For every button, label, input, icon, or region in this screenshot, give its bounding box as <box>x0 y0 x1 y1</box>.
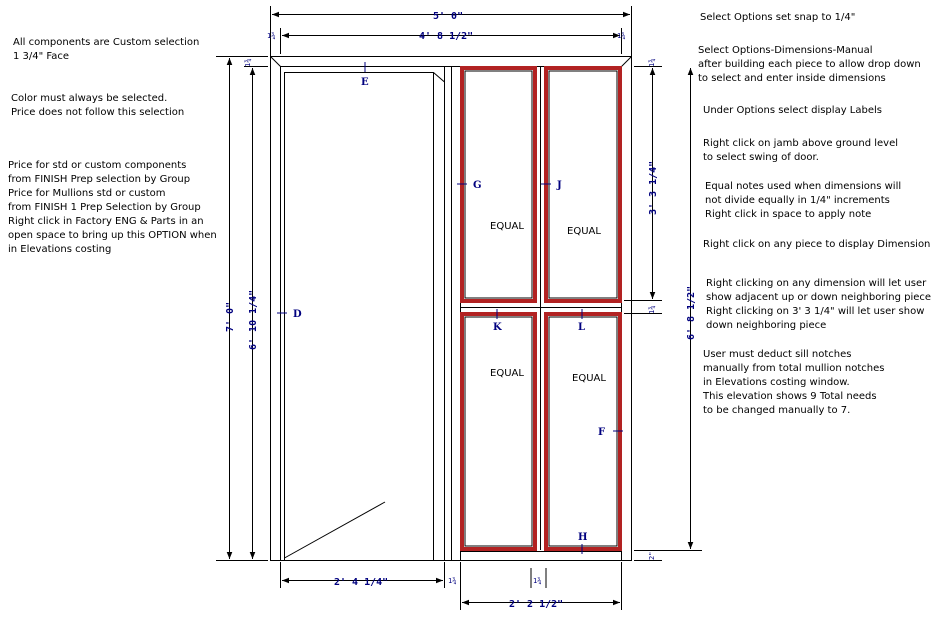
dim-face-right-top[interactable]: 1¾ <box>648 59 656 67</box>
mullion-d[interactable] <box>444 66 461 561</box>
piece-label-k[interactable]: K <box>493 322 502 333</box>
note-line: Right clicking on any dimension will let… <box>706 278 927 289</box>
dim-face-bottom-vmullion[interactable]: 1¾ <box>533 577 541 585</box>
note-line: Right click in Factory ENG & Parts in an <box>8 216 204 227</box>
piece-label-h[interactable]: H <box>578 532 587 543</box>
note-display-labels: Under Options select display Labels <box>703 104 882 118</box>
note-line: Select Options-Dimensions-Manual <box>698 45 873 56</box>
equal-note-lower-left[interactable]: EQUAL <box>490 368 524 379</box>
equal-note-upper-right[interactable]: EQUAL <box>567 226 601 237</box>
note-line: to be changed manually to 7. <box>703 405 851 416</box>
note-sill: User must deduct sill notches manually f… <box>703 348 884 418</box>
equal-note-upper-left[interactable]: EQUAL <box>490 221 524 232</box>
note-door-swing: Right click on jamb above ground level t… <box>703 137 898 165</box>
dim-overall-height[interactable] <box>216 56 268 561</box>
dim-face-left-top[interactable]: 1¾ <box>244 59 252 67</box>
dim-face-top-left[interactable]: 1¾ <box>267 32 275 40</box>
note-equal: Equal notes used when dimensions will no… <box>705 180 901 222</box>
equal-note-lower-right[interactable]: EQUAL <box>572 373 606 384</box>
note-custom-selection: All components are Custom selection 1 3/… <box>13 36 199 64</box>
dim-text-overall-height[interactable]: 7' 0" <box>225 302 236 332</box>
dim-text-door-width[interactable]: 2' 4 1/4" <box>334 577 388 588</box>
note-color: Color must always be selected. Price doe… <box>11 92 184 120</box>
sidelite-panels[interactable] <box>460 66 622 552</box>
note-line: show adjacent up or down neighboring pie… <box>706 292 932 303</box>
note-line: Select Options set snap to 1/4" <box>700 12 856 23</box>
piece-label-f[interactable]: F <box>598 427 605 438</box>
dim-door-width[interactable] <box>280 562 445 588</box>
note-line: in Elevations costing <box>8 244 112 255</box>
note-line: 1 3/4" Face <box>13 51 70 62</box>
note-line: to select swing of door. <box>703 152 819 163</box>
dim-text-sidelite-height[interactable]: 6' 8 1/2" <box>686 286 697 340</box>
door-outline[interactable] <box>284 72 445 561</box>
door-swing-line <box>284 501 386 559</box>
note-line: in Elevations costing window. <box>703 377 850 388</box>
piece-label-d[interactable]: D <box>293 309 302 320</box>
note-line: Right click in space to apply note <box>705 209 872 220</box>
note-snap: Select Options set snap to 1/4" <box>700 11 855 25</box>
dim-sidelite-width[interactable] <box>462 562 622 610</box>
note-line: Right click on jamb above ground level <box>703 138 899 149</box>
dim-text-inside-width[interactable]: 4' 8 1/2" <box>419 31 473 42</box>
note-line: not divide equally in 1/4" increments <box>705 195 890 206</box>
dim-text-upper-lite-height[interactable]: 3' 3 1/4" <box>648 161 659 215</box>
note-line: to select and enter inside dimensions <box>698 73 886 84</box>
note-neighbor: Right clicking on any dimension will let… <box>706 277 931 333</box>
note-line: Price for std or custom components <box>8 160 187 171</box>
note-line: Right clicking on 3' 3 1/4" will let use… <box>706 306 925 317</box>
note-line: down neighboring piece <box>706 320 827 331</box>
piece-label-j[interactable]: J <box>556 180 562 191</box>
piece-label-l[interactable]: L <box>578 322 585 333</box>
note-line: Right click on any piece to display Dime… <box>703 239 931 250</box>
dim-face-top-right[interactable]: 1¾ <box>617 32 625 40</box>
note-line: Price does not follow this selection <box>11 107 185 118</box>
note-line: Under Options select display Labels <box>703 105 882 116</box>
panel-lower-left[interactable] <box>460 312 537 551</box>
note-line: open space to bring up this OPTION when <box>8 230 217 241</box>
note-display-dimension: Right click on any piece to display Dime… <box>703 238 930 252</box>
dim-text-overall-width[interactable]: 5' 0" <box>433 11 463 22</box>
panel-lower-left-inner <box>464 316 533 547</box>
note-line: from FINISH Prep selection by Group <box>8 174 191 185</box>
note-line: from FINISH 1 Prep Selection by Group <box>8 202 201 213</box>
note-price: Price for std or custom components from … <box>8 159 217 257</box>
piece-label-e[interactable]: E <box>361 77 369 88</box>
piece-label-g[interactable]: G <box>473 180 482 191</box>
note-dimensions-manual: Select Options-Dimensions-Manual after b… <box>698 44 921 86</box>
dim-face-bottom-mullion[interactable]: 1¾ <box>448 577 456 585</box>
frame[interactable] <box>270 56 632 561</box>
dim-upper-lite-height[interactable] <box>624 66 662 301</box>
panel-lower-right-inner <box>548 316 618 547</box>
panel-lower-right[interactable] <box>544 312 622 551</box>
miter-left <box>270 56 281 67</box>
dim-face-right-mid[interactable]: 1¾ <box>648 306 656 314</box>
dim-sill-small[interactable]: 2" <box>648 552 656 560</box>
note-line: manually from total mullion notches <box>703 363 885 374</box>
note-line: Price for Mullions std or custom <box>8 188 166 199</box>
note-line: after building each piece to allow drop … <box>698 59 921 70</box>
note-line: This elevation shows 9 Total needs <box>703 391 877 402</box>
note-line: All components are Custom selection <box>13 37 200 48</box>
dim-sidelite-height[interactable] <box>634 68 702 561</box>
note-line: Equal notes used when dimensions will <box>705 181 902 192</box>
dim-text-opening-height[interactable]: 6' 10 1/4" <box>248 290 259 350</box>
miter-right <box>621 56 632 67</box>
dim-opening-height[interactable] <box>244 66 268 560</box>
dim-overall-width[interactable] <box>270 6 632 56</box>
dim-inside-width[interactable] <box>280 28 622 54</box>
door-leaf[interactable] <box>284 72 445 561</box>
note-line: Color must always be selected. <box>11 93 168 104</box>
dim-text-sidelite-width[interactable]: 2' 2 1/2" <box>509 599 563 610</box>
note-line: User must deduct sill notches <box>703 349 852 360</box>
